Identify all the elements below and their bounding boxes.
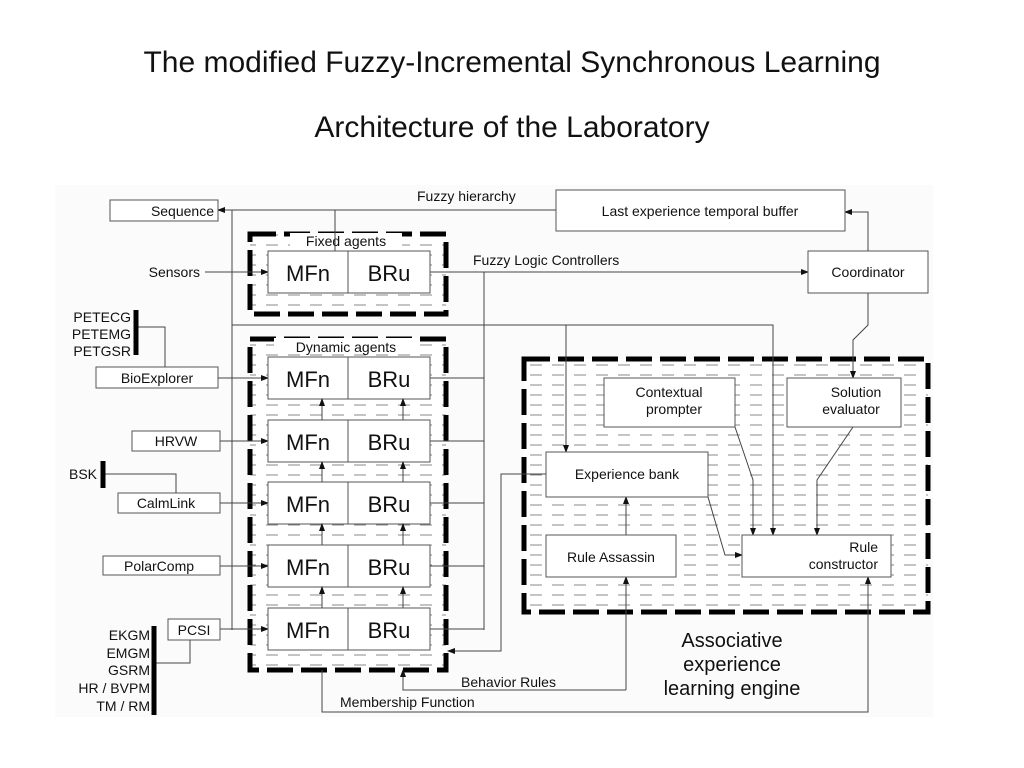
hrvw-box xyxy=(131,430,221,452)
bru-cell: BRu xyxy=(368,555,411,580)
sensor-label: PETGSR xyxy=(73,343,131,359)
polarcomp-label: PolarComp xyxy=(124,558,194,574)
sensor-label: EMGM xyxy=(106,645,150,661)
rule-constructor-box xyxy=(741,534,892,578)
title-line-2: Architecture of the Laboratory xyxy=(314,111,709,144)
sensor-label: PETEMG xyxy=(72,326,131,342)
pcsi-box xyxy=(167,618,221,641)
last-experience-buffer-box xyxy=(555,189,846,232)
hrvw-label: HRVW xyxy=(155,433,198,449)
rule-assassin-label: Rule Assassin xyxy=(567,549,655,565)
connectors xyxy=(103,207,871,713)
contextual-prompter-label: Contextual xyxy=(636,384,703,400)
sensor-label: GSRM xyxy=(108,662,150,678)
experience-bank-label: Experience bank xyxy=(575,466,680,482)
experience-bank-box xyxy=(545,451,709,498)
bioexplorer-label: BioExplorer xyxy=(121,370,194,386)
solution-evaluator-label: evaluator xyxy=(822,401,880,417)
rule-assassin-box xyxy=(545,534,677,578)
sensors-label: Sensors xyxy=(149,264,200,280)
bru-cell: BRu xyxy=(368,367,411,392)
engine-title: experience xyxy=(683,654,781,676)
bru-cell: BRu xyxy=(368,618,411,643)
mfn-cell: MFn xyxy=(286,261,330,286)
fuzzy-logic-controllers-label: Fuzzy Logic Controllers xyxy=(473,252,619,268)
fixed-agent: MFn BRu xyxy=(267,250,431,294)
sensor-label: TM / RM xyxy=(96,698,150,714)
membership-function-label: Membership Function xyxy=(340,694,475,710)
bioexplorer-box xyxy=(95,366,219,389)
solution-evaluator-label: Solution xyxy=(831,384,882,400)
bru-cell: BRu xyxy=(368,261,411,286)
calmlink-box xyxy=(117,492,221,514)
sensor-label: PETECG xyxy=(73,309,131,325)
dynamic-agents-label: Dynamic agents xyxy=(296,339,396,355)
sensor-label: HR / BVPM xyxy=(78,680,150,696)
contextual-prompter-label: prompter xyxy=(646,401,702,417)
engine-title: learning engine xyxy=(664,678,801,700)
engine-title: Associative xyxy=(681,630,782,652)
sensor-label: BSK xyxy=(69,466,98,482)
bru-cell: BRu xyxy=(368,430,411,455)
polarcomp-box xyxy=(102,555,221,576)
behavior-rules-label: Behavior Rules xyxy=(461,674,556,690)
mfn-cell: MFn xyxy=(286,492,330,517)
bru-cell: BRu xyxy=(368,492,411,517)
buffer-label: Last experience temporal buffer xyxy=(602,203,799,219)
calmlink-label: CalmLink xyxy=(137,495,196,511)
sensor-label: EKGM xyxy=(109,627,150,643)
sequence-box xyxy=(109,199,219,222)
mfn-cell: MFn xyxy=(286,618,330,643)
dynamic-agent-2: MFn BRu xyxy=(267,419,431,463)
dynamic-agent-4: MFn BRu xyxy=(267,544,431,588)
sequence-label: Sequence xyxy=(151,203,214,219)
dynamic-agent-3: MFn BRu xyxy=(267,481,431,525)
dynamic-agent-5: MFn BRu xyxy=(267,607,431,651)
pcsi-label: PCSI xyxy=(178,622,211,638)
rule-constructor-label: constructor xyxy=(809,556,879,572)
coordinator-box xyxy=(807,250,929,294)
mfn-cell: MFn xyxy=(286,367,330,392)
contextual-prompter-box xyxy=(603,377,736,428)
coordinator-label: Coordinator xyxy=(831,264,904,280)
fixed-agents-label: Fixed agents xyxy=(306,233,386,249)
agent-chain-arrows xyxy=(319,398,406,608)
fuzzy-hierarchy-label: Fuzzy hierarchy xyxy=(417,188,516,204)
mfn-cell: MFn xyxy=(286,555,330,580)
solution-evaluator-box xyxy=(786,377,902,428)
dynamic-agent-1: MFn BRu xyxy=(267,356,431,400)
title-line-1: The modified Fuzzy-Incremental Synchrono… xyxy=(143,46,880,79)
rule-constructor-label: Rule xyxy=(849,539,878,555)
mfn-cell: MFn xyxy=(286,430,330,455)
